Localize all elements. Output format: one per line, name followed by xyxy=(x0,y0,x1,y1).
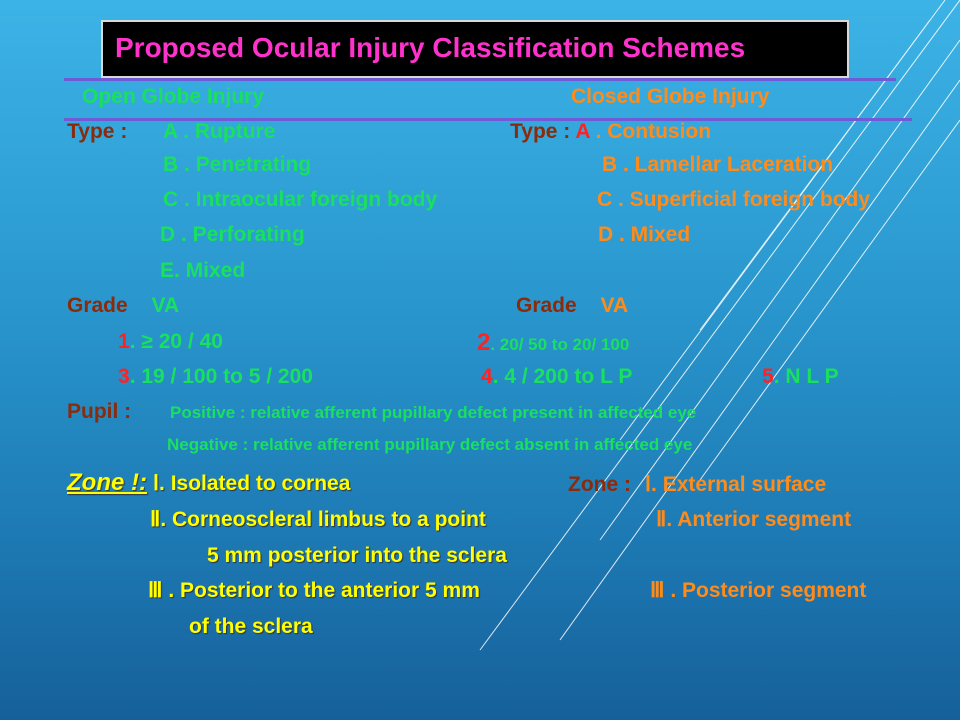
grade-1-num: 1 xyxy=(118,330,130,353)
closed-type-a-letter: A xyxy=(575,120,590,143)
grade-1: 1. ≥ 20 / 40 xyxy=(118,331,223,352)
pupil-row: Pupil : xyxy=(67,401,131,422)
grade-3-num: 3 xyxy=(118,365,130,388)
closed-globe-heading: Closed Globe Injury xyxy=(571,85,770,108)
grade-row-right: Grade VA xyxy=(516,295,628,316)
grade-4-num: 4 xyxy=(481,365,493,388)
open-zone-label: Zone !: xyxy=(67,469,147,496)
open-type-b: B . Penetrating xyxy=(163,153,312,176)
closed-type-a-rest: . Contusion xyxy=(589,120,712,143)
open-zone-3b: of the sclera xyxy=(189,615,313,638)
open-type-a: A . Rupture xyxy=(163,120,276,143)
open-zone-3: Ⅲ . Posterior to the anterior 5 mm xyxy=(148,579,480,602)
grade-2-value: . 20/ 50 to 20/ 100 xyxy=(490,335,630,354)
pupil-negative: Negative : relative afferent pupillary d… xyxy=(167,435,693,454)
va-label-2: VA xyxy=(600,294,629,317)
open-zone-row-1: Zone !: Ⅰ. Isolated to cornea xyxy=(67,471,350,495)
grade-5-num: 5 xyxy=(762,365,774,388)
grade-label-2: Grade xyxy=(516,294,577,317)
closed-type-label: Type xyxy=(510,120,558,143)
open-globe-heading: Open Globe Injury xyxy=(82,85,265,108)
open-type-row: Type : xyxy=(67,121,127,142)
grade-label: Grade xyxy=(67,294,128,317)
grade-1-value: . ≥ 20 / 40 xyxy=(129,330,223,353)
grade-2: 2. 20/ 50 to 20/ 100 xyxy=(477,331,629,355)
open-zone-1: Ⅰ. Isolated to cornea xyxy=(152,472,351,495)
grade-4-value: . 4 / 200 to L P xyxy=(492,365,633,388)
open-zone-2b: 5 mm posterior into the sclera xyxy=(207,544,507,567)
divider-bottom xyxy=(64,118,912,121)
grade-3-value: . 19 / 100 to 5 / 200 xyxy=(129,365,313,388)
closed-type-d: D . Mixed xyxy=(598,223,691,246)
grade-4: 4. 4 / 200 to L P xyxy=(481,366,632,387)
open-zone-2: Ⅱ. Corneoscleral limbus to a point xyxy=(150,508,486,531)
pupil-colon: : xyxy=(118,400,132,423)
open-type-d: D . Perforating xyxy=(160,223,305,246)
va-label: VA xyxy=(151,294,180,317)
closed-zone-1: Ⅰ. External surface xyxy=(644,473,827,496)
closed-zone-2: Ⅱ. Anterior segment xyxy=(656,508,852,531)
open-type-c: C . Intraocular foreign body xyxy=(163,188,438,211)
grade-2-num: 2 xyxy=(477,329,491,356)
closed-zone-3: Ⅲ . Posterior segment xyxy=(650,579,867,602)
divider-top xyxy=(64,78,896,81)
title-box: Proposed Ocular Injury Classification Sc… xyxy=(101,20,849,78)
grade-5-value: . N L P xyxy=(773,365,839,388)
closed-type-colon: : xyxy=(557,120,576,143)
grade-row-left: Grade VA xyxy=(67,295,179,316)
closed-zone-label: Zone : xyxy=(568,473,631,496)
closed-zone-row-1: Zone : Ⅰ. External surface xyxy=(568,474,826,495)
pupil-label: Pupil xyxy=(67,400,119,423)
slide-title: Proposed Ocular Injury Classification Sc… xyxy=(115,32,746,63)
type-label: Type xyxy=(67,120,115,143)
grade-5: 5. N L P xyxy=(762,366,839,387)
grade-3: 3. 19 / 100 to 5 / 200 xyxy=(118,366,313,387)
closed-type-row: Type : A . Contusion xyxy=(510,121,711,142)
pupil-positive: Positive : relative afferent pupillary d… xyxy=(170,403,697,422)
open-type-e: E. Mixed xyxy=(160,259,246,282)
type-colon: : xyxy=(120,120,128,143)
closed-type-c: C . Superficial foreign body xyxy=(597,188,871,211)
closed-type-b: B . Lamellar Laceration xyxy=(602,153,834,176)
